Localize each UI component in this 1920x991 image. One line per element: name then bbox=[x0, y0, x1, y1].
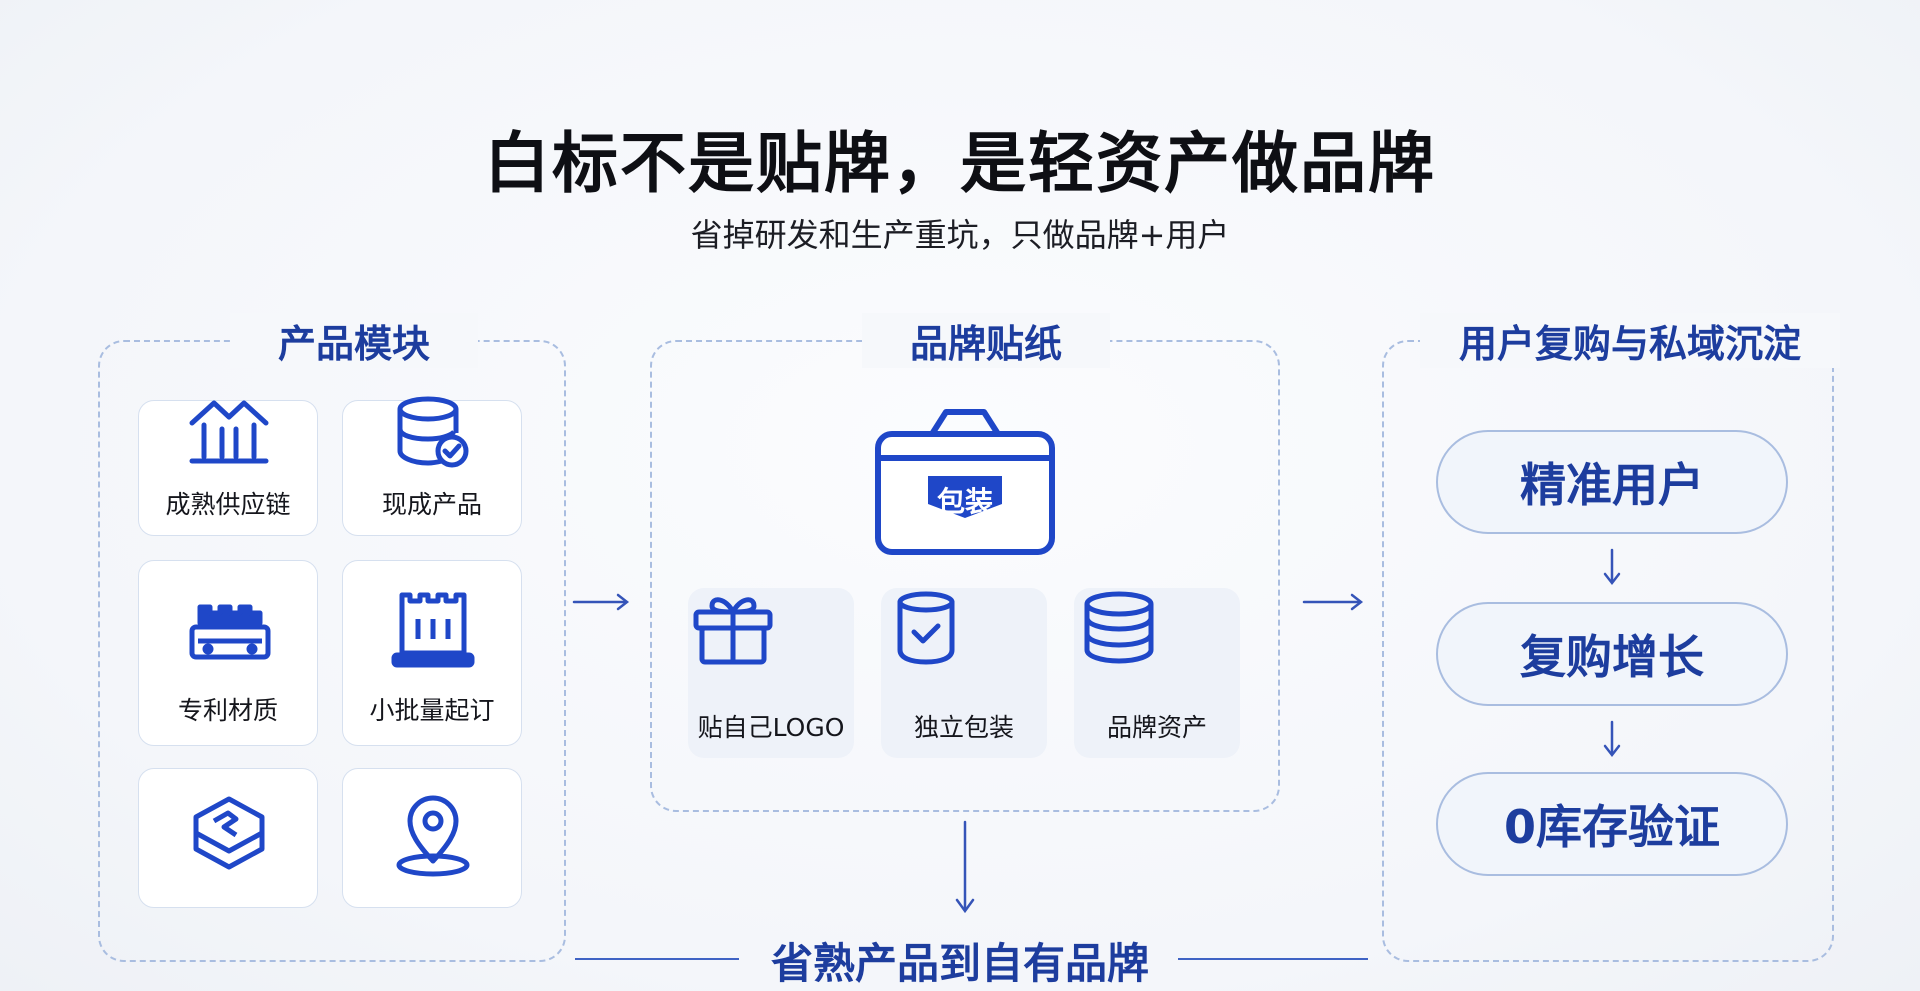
step-precise-users: 精准用户 bbox=[1436, 430, 1788, 534]
tile-hexagon bbox=[138, 768, 318, 908]
page-subtitle: 省掉研发和生产重坑，只做品牌+用户 bbox=[690, 216, 1230, 254]
package-box-icon bbox=[875, 409, 1055, 555]
tile-label: 贴自己LOGO bbox=[697, 713, 845, 742]
tile-location bbox=[342, 768, 522, 908]
product-module-label: 产品模块 bbox=[230, 313, 478, 368]
package-badge-text: 包装 bbox=[936, 485, 993, 518]
tile-supply-chain: 成熟供应链 bbox=[138, 400, 318, 536]
arrow-right-icon bbox=[572, 593, 630, 611]
arrow-right-icon bbox=[1302, 593, 1364, 611]
tile-label: 成熟供应链 bbox=[165, 490, 291, 519]
brand-sticker-label: 品牌贴纸 bbox=[862, 313, 1110, 368]
tile-independent-package: 独立包装 bbox=[881, 588, 1047, 758]
tile-small-batch: 小批量起订 bbox=[342, 560, 522, 746]
location-pin-icon bbox=[396, 795, 470, 877]
arrow-down-icon bbox=[955, 820, 975, 914]
tile-label: 品牌资产 bbox=[1106, 713, 1207, 742]
arrow-down-icon bbox=[1603, 548, 1621, 586]
arrow-down-icon bbox=[1603, 720, 1621, 758]
page-title: 白标不是贴牌，是轻资产做品牌 bbox=[484, 125, 1436, 202]
jar-check-icon bbox=[897, 591, 955, 665]
tile-label: 独立包装 bbox=[913, 713, 1014, 742]
gift-icon bbox=[693, 597, 773, 665]
database-check-icon bbox=[397, 396, 469, 468]
tile-brand-assets: 品牌资产 bbox=[1074, 588, 1240, 758]
step-zero-inventory: 0库存验证 bbox=[1436, 772, 1788, 876]
tile-label: 现成产品 bbox=[381, 490, 482, 519]
bottom-label: 省熟产品到自有品牌 bbox=[770, 939, 1149, 988]
tile-patent-material: 专利材质 bbox=[138, 560, 318, 746]
building-icon bbox=[391, 592, 475, 668]
tile-label: 小批量起订 bbox=[369, 696, 495, 725]
step-repurchase-growth: 复购增长 bbox=[1436, 602, 1788, 706]
stack-icon bbox=[1084, 591, 1154, 664]
bottom-line-left bbox=[575, 958, 739, 960]
tile-own-logo: 贴自己LOGO bbox=[688, 588, 854, 758]
factory-icon bbox=[189, 400, 269, 464]
user-repurchase-label: 用户复购与私域沉淀 bbox=[1420, 313, 1840, 368]
tile-ready-product: 现成产品 bbox=[342, 396, 522, 536]
bottom-line-right bbox=[1178, 958, 1368, 960]
castle-icon bbox=[189, 604, 271, 660]
layered-hexagon-icon bbox=[193, 796, 265, 870]
tile-label: 专利材质 bbox=[177, 696, 278, 725]
